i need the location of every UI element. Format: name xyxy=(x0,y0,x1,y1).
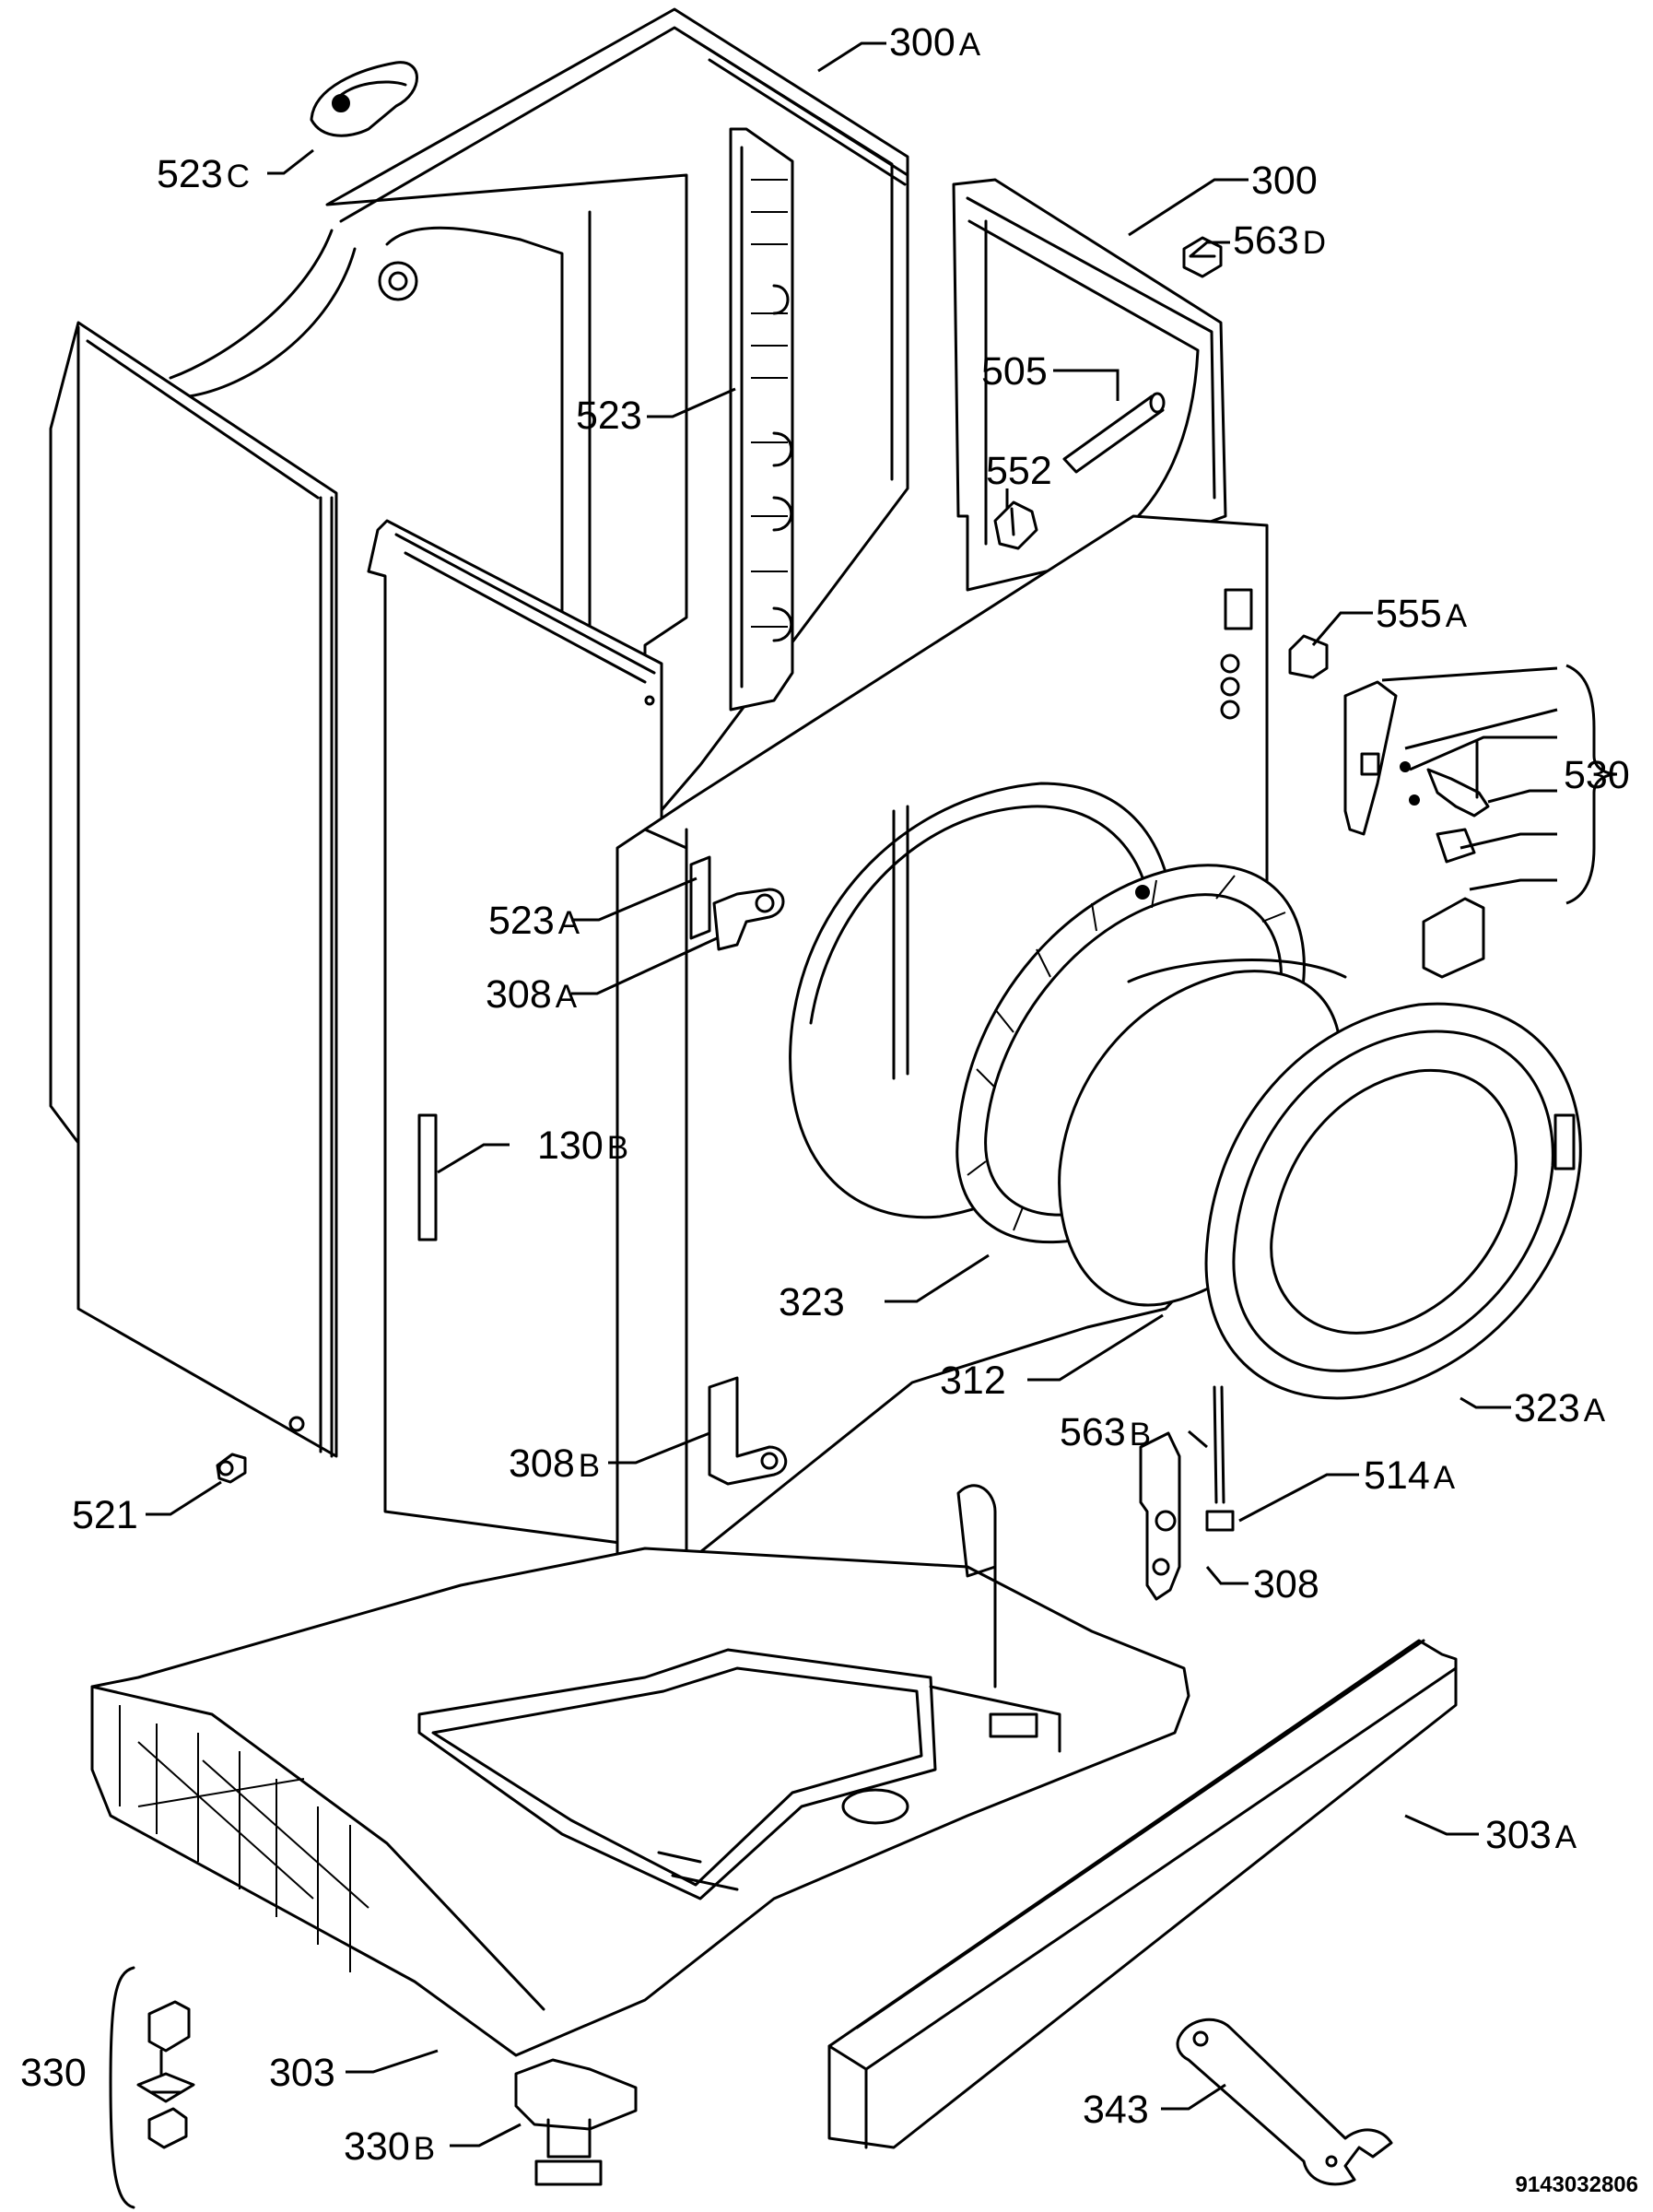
rod-part xyxy=(1062,392,1166,474)
label-330: 330 xyxy=(20,2051,87,2095)
foot-kit-part xyxy=(109,1966,195,2209)
door-hinge-part xyxy=(1139,1385,1235,1601)
clip-part xyxy=(993,500,1038,550)
label-505: 505 xyxy=(981,349,1048,394)
label-300: 300 xyxy=(1251,159,1318,203)
foot-part xyxy=(514,2058,638,2186)
label-521: 521 xyxy=(72,1493,138,1537)
clip-top-part xyxy=(310,61,418,137)
pad-part xyxy=(1182,236,1223,278)
leader-lines xyxy=(146,41,1618,2147)
label-552: 552 xyxy=(986,449,1052,493)
left-side-panel-part xyxy=(49,321,338,1458)
base-frame-part xyxy=(90,1484,1190,2057)
plinth-part xyxy=(827,1639,1458,2149)
label-308: 308 xyxy=(1253,1562,1319,1606)
label-343: 343 xyxy=(1083,2088,1149,2132)
bracket-b-part xyxy=(708,1376,788,1486)
label-523: 523 xyxy=(576,394,642,438)
screw-part xyxy=(216,1453,247,1484)
label-530: 530 xyxy=(1564,753,1630,797)
document-number: 9143032806 xyxy=(1516,2172,1638,2197)
label-323: 323 xyxy=(779,1280,845,1324)
door-part xyxy=(1204,1002,1582,1400)
rail-part xyxy=(729,127,794,712)
door-lock-kit-part xyxy=(1288,634,1490,979)
label-303: 303 xyxy=(269,2051,335,2095)
front-inner-panel-part xyxy=(367,519,663,1550)
wrench-part xyxy=(1176,2018,1393,2186)
label-312: 312 xyxy=(940,1359,1006,1403)
